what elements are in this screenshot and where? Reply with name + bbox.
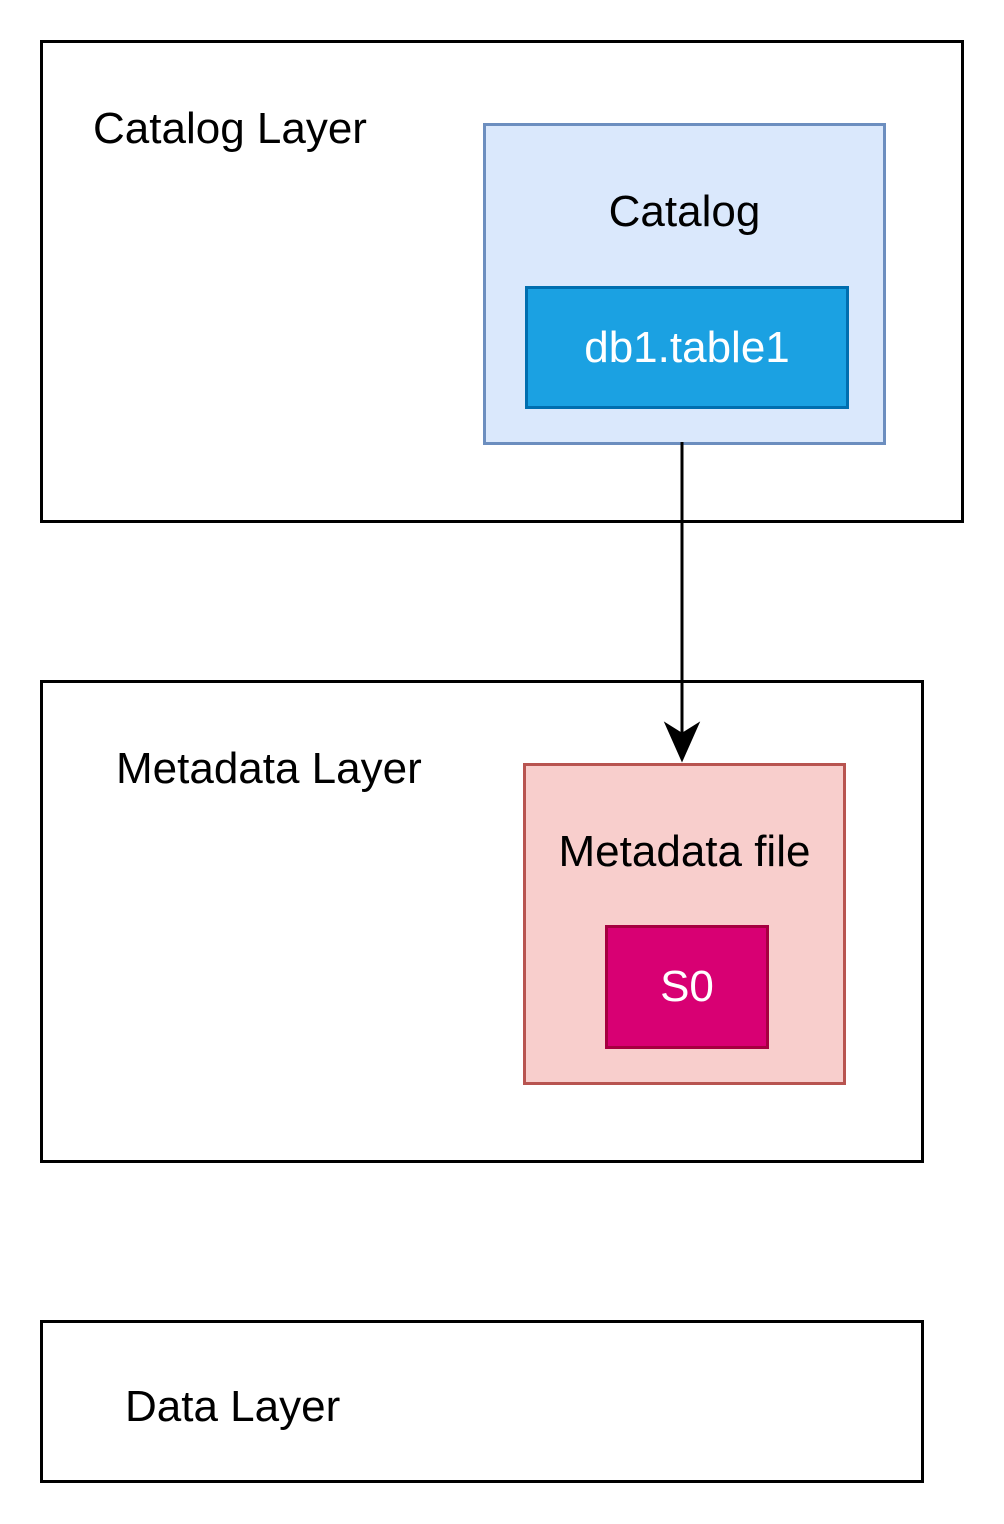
table-node-db1-table1[interactable]: db1.table1 [525, 286, 849, 409]
catalog-layer-container: Catalog Layer Catalog db1.table1 [40, 40, 964, 523]
snapshot-node-s0[interactable]: S0 [605, 925, 769, 1049]
table-node-label: db1.table1 [584, 322, 790, 372]
data-layer-container: Data Layer [40, 1320, 924, 1483]
data-layer-title: Data Layer [125, 1382, 341, 1431]
catalog-box-title: Catalog [608, 187, 761, 236]
metadata-layer-title: Metadata Layer [116, 744, 422, 793]
metadata-file-box[interactable]: Metadata file S0 [523, 763, 846, 1085]
catalog-box[interactable]: Catalog db1.table1 [483, 123, 886, 445]
metadata-file-title: Metadata file [558, 827, 811, 876]
snapshot-node-label: S0 [660, 962, 714, 1011]
metadata-layer-container: Metadata Layer Metadata file S0 [40, 680, 924, 1163]
catalog-layer-title: Catalog Layer [93, 104, 367, 153]
